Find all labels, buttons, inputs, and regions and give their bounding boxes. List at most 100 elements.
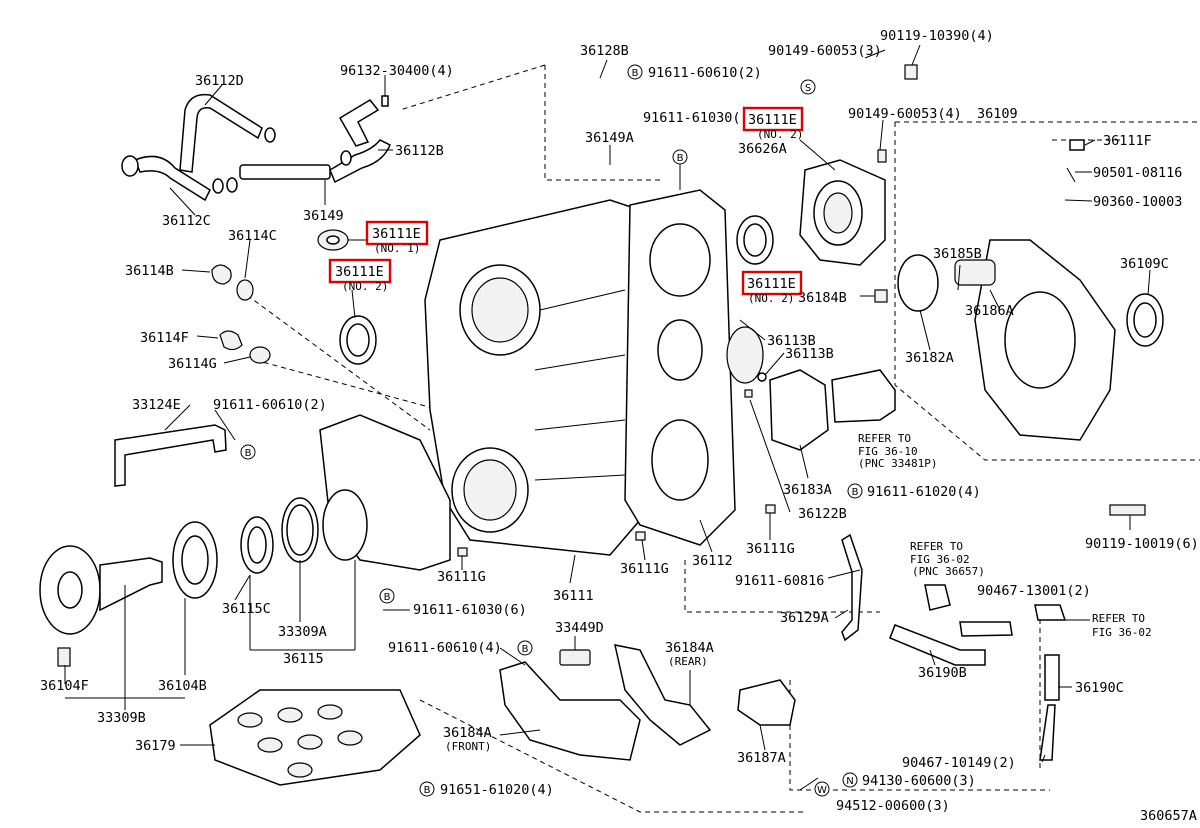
bolt-symbol: B xyxy=(419,781,435,797)
label-36185b: 36185B xyxy=(933,246,982,262)
label-91611-61030-b: 91611-61030(6) xyxy=(413,602,527,618)
label-36112c: 36112C xyxy=(162,213,211,229)
label-36626a: 36626A xyxy=(738,141,787,157)
bolt-symbol: B xyxy=(847,483,863,499)
svg-text:B: B xyxy=(384,592,391,603)
label-36109c: 36109C xyxy=(1120,256,1169,272)
svg-text:36111E: 36111E xyxy=(335,264,384,280)
svg-text:B: B xyxy=(245,448,252,459)
bolt-symbol: B xyxy=(240,444,256,460)
bolt-symbol: B xyxy=(379,588,395,604)
label-91611-61020: 91611-61020(4) xyxy=(867,484,981,500)
part-labels: 36112D 96132-30400(4) 36112B 36112C 3614… xyxy=(40,28,1199,824)
label-refer-a1: REFER TO xyxy=(858,432,911,445)
label-36115: 36115 xyxy=(283,651,324,667)
label-36112: 36112 xyxy=(692,553,733,569)
svg-text:36111E: 36111E xyxy=(747,276,796,292)
svg-text:(NO. 2): (NO. 2) xyxy=(342,280,388,293)
label-refer-b3: (PNC 36657) xyxy=(912,565,985,578)
transfer-case-plate xyxy=(624,189,736,546)
label-36190c: 36190C xyxy=(1075,680,1124,696)
front-housing xyxy=(319,414,451,571)
label-36183a: 36183A xyxy=(783,482,832,498)
label-36104b: 36104B xyxy=(158,678,207,694)
label-36114b: 36114B xyxy=(125,263,174,279)
label-36111f: 36111F xyxy=(1103,133,1152,149)
highlight-36111e-no2-top[interactable]: 36111E (NO. 2) xyxy=(742,106,803,141)
leader-lines xyxy=(64,44,1151,791)
svg-text:B: B xyxy=(677,153,684,164)
svg-text:(NO. 1): (NO. 1) xyxy=(374,242,420,255)
label-36114g: 36114G xyxy=(168,356,217,372)
rear-extension-housing xyxy=(897,139,1116,441)
svg-text:B: B xyxy=(632,68,639,79)
svg-text:36111E: 36111E xyxy=(748,112,797,128)
svg-text:S: S xyxy=(805,83,811,94)
washer-symbol: W xyxy=(814,781,830,797)
rear-retainer xyxy=(799,159,886,266)
label-refer-b1: REFER TO xyxy=(910,540,963,553)
label-90467-b: 90467-10149(2) xyxy=(902,755,1016,771)
label-36186a: 36186A xyxy=(965,303,1014,319)
label-90360: 90360-10003 xyxy=(1093,194,1182,210)
highlight-36111e-no2-mid[interactable]: 36111E (NO. 2) xyxy=(741,270,803,305)
label-refer-a3: (PNC 33481P) xyxy=(858,457,937,470)
svg-text:(NO. 2): (NO. 2) xyxy=(757,128,803,141)
label-36113b-a: 36113B xyxy=(767,333,816,349)
label-36187a: 36187A xyxy=(737,750,786,766)
label-36111g-b: 36111G xyxy=(620,561,669,577)
label-36109: 36109 xyxy=(977,106,1018,122)
label-36184a-rear: 36184A xyxy=(665,640,714,656)
label-90149-a: 90149-60053(3) xyxy=(768,43,882,59)
breather-hose-assembly xyxy=(121,93,391,202)
label-front: (FRONT) xyxy=(445,740,491,753)
label-90119-a: 90119-10390(4) xyxy=(880,28,994,44)
label-refer-c2: FIG 36-02 xyxy=(1092,626,1152,639)
highlight-36111e-no2-left[interactable]: 36111E (NO. 2) xyxy=(328,258,392,293)
label-36113b-b: 36113B xyxy=(785,346,834,362)
label-rear: (REAR) xyxy=(668,655,708,668)
nut-symbol: N xyxy=(842,772,858,788)
label-36115c: 36115C xyxy=(222,601,271,617)
label-36179: 36179 xyxy=(135,738,176,754)
svg-text:(NO. 2): (NO. 2) xyxy=(748,292,794,305)
label-33309a: 33309A xyxy=(278,624,327,640)
label-90119-b: 90119-10019(6) xyxy=(1085,536,1199,552)
label-36114c: 36114C xyxy=(228,228,277,244)
label-refer-b2: FIG 36-02 xyxy=(910,553,970,566)
label-33309b: 33309B xyxy=(97,710,146,726)
bolt-symbol: B xyxy=(672,149,688,165)
plugs-left xyxy=(211,229,377,365)
label-36114f: 36114F xyxy=(140,330,189,346)
fastener-symbols: B B S B B B B N W B xyxy=(240,64,863,797)
seals-and-shaft xyxy=(39,215,1164,667)
highlight-36111e-no1[interactable]: 36111E (NO. 1) xyxy=(365,220,429,255)
diagram-id: 360657A xyxy=(1140,808,1197,824)
bolt-symbol: B xyxy=(627,64,643,80)
label-91611-61030-a: 91611-61030( xyxy=(643,110,741,126)
label-90467-a: 90467-13001(2) xyxy=(977,583,1091,599)
label-91611-60610-a: 91611-60610(2) xyxy=(213,397,327,413)
stud-symbol: S xyxy=(800,79,816,95)
label-36111g-a: 36111G xyxy=(437,569,486,585)
label-36129a: 36129A xyxy=(780,610,829,626)
highlighted-parts: 36111E (NO. 1) 36111E (NO. 2) 36111E (NO… xyxy=(328,106,803,305)
svg-text:W: W xyxy=(817,785,827,796)
svg-text:B: B xyxy=(852,487,859,498)
label-36128b: 36128B xyxy=(580,43,629,59)
label-96132: 96132-30400(4) xyxy=(340,63,454,79)
label-36149a: 36149A xyxy=(585,130,634,146)
vent-hoses xyxy=(841,533,1067,761)
oil-pump-cover xyxy=(457,64,1146,557)
label-36112b: 36112B xyxy=(395,143,444,159)
bolt-symbol: B xyxy=(517,640,533,656)
label-91611-60816: 91611-60816 xyxy=(735,573,824,589)
label-36184a-front: 36184A xyxy=(443,725,492,741)
label-36190b: 36190B xyxy=(918,665,967,681)
label-36104f: 36104F xyxy=(40,678,89,694)
label-94512: 94512-00600(3) xyxy=(836,798,950,814)
svg-text:N: N xyxy=(846,776,853,787)
label-refer-c1: REFER TO xyxy=(1092,612,1145,625)
transfer-case-body xyxy=(424,199,641,556)
bracket-33124e xyxy=(114,424,227,487)
